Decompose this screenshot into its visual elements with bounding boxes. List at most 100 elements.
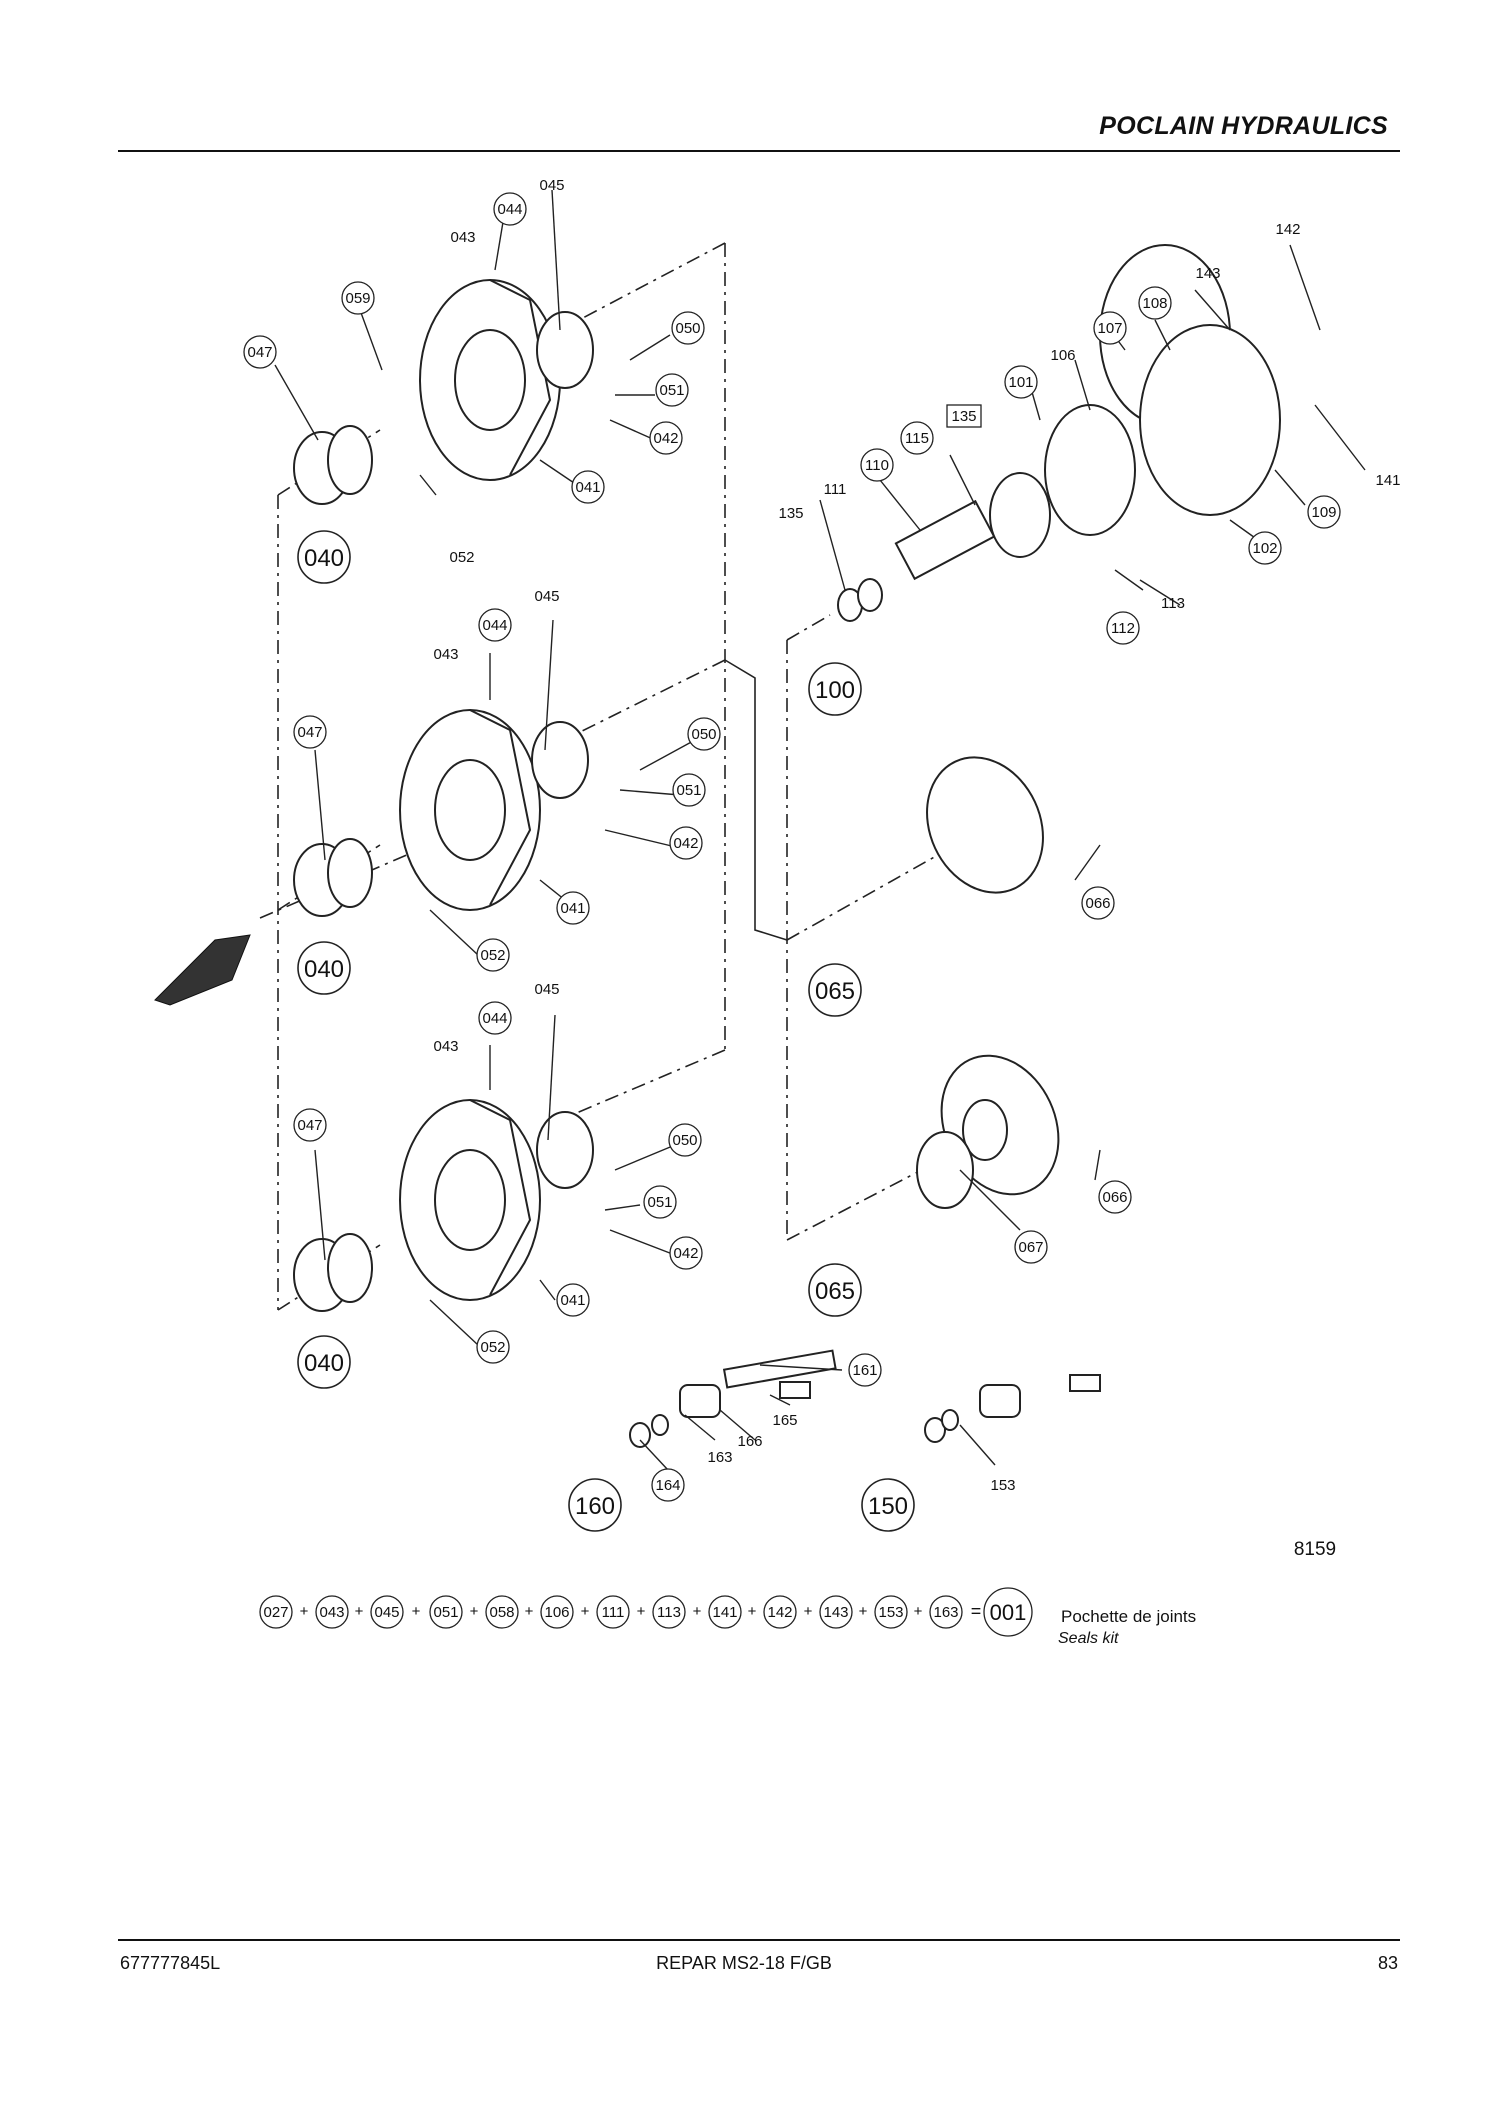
drawing-number: 8159 [1294, 1539, 1336, 1560]
callout-100 [808, 662, 862, 716]
housing-middle [293, 709, 589, 917]
callout-text: 044 [482, 617, 507, 634]
callout-text: 050 [675, 320, 700, 337]
housing-bottom [293, 1099, 594, 1312]
callout-text: 160 [575, 1493, 615, 1520]
seal-item: 051 [433, 1604, 458, 1621]
svg-text:+: + [470, 1603, 479, 1620]
callout-text: 065 [815, 978, 855, 1005]
footer-doc-number: 677777845L [120, 1953, 221, 1973]
svg-text:+: + [355, 1603, 364, 1620]
seal-item: 142 [767, 1604, 792, 1621]
callout-text: 106 [1050, 347, 1075, 364]
callout-text: 112 [1111, 620, 1135, 637]
callout-text: 165 [772, 1412, 797, 1429]
callout-text: 153 [990, 1477, 1015, 1494]
callout-text: 045 [534, 981, 559, 998]
callout-text: 042 [673, 1245, 698, 1262]
shaft-assembly [837, 244, 1281, 622]
svg-text:+: + [525, 1603, 534, 1620]
svg-text:+: + [914, 1603, 923, 1620]
seal-kit-result: 001 [990, 1600, 1027, 1625]
callout-text: 101 [1008, 374, 1033, 391]
callout-text: 043 [450, 229, 475, 246]
svg-text:+: + [412, 1603, 421, 1620]
footer-title: REPAR MS2-18 F/GB [656, 1953, 832, 1973]
seal-item: 106 [544, 1604, 569, 1621]
callout-text: 040 [304, 956, 344, 983]
callout-text: 042 [673, 835, 698, 852]
callout-text: 067 [1018, 1239, 1043, 1256]
callout-text: 041 [575, 479, 600, 496]
callout-text: 050 [672, 1132, 697, 1149]
callout-text: 040 [304, 1350, 344, 1377]
callout-text: 164 [655, 1477, 680, 1494]
seals-kit-label-fr: Pochette de joints [1061, 1607, 1197, 1626]
svg-text:+: + [859, 1603, 868, 1620]
callout-text: 044 [497, 201, 522, 218]
footer-page-number: 83 [1377, 1953, 1398, 1973]
header-rule [118, 150, 1400, 152]
callout-160 [568, 1478, 622, 1532]
callout-text: 043 [433, 646, 458, 663]
seal-item: 027 [263, 1604, 288, 1621]
callout-text: 052 [480, 947, 505, 964]
callout-text: 050 [691, 726, 716, 743]
callout-text: 150 [868, 1493, 908, 1520]
callout-150 [861, 1478, 915, 1532]
callout-text: 161 [852, 1362, 877, 1379]
seals-kit-equation [259, 1587, 1033, 1637]
callout-text: 051 [647, 1194, 672, 1211]
callout-text: 047 [297, 724, 322, 741]
callout-text: 135 [951, 408, 976, 425]
callout-text: 166 [737, 1433, 762, 1450]
callout-text: 059 [345, 290, 370, 307]
housing-top [293, 279, 594, 505]
callout-text: 141 [1375, 472, 1400, 489]
callout-text: 051 [659, 382, 684, 399]
svg-text:+: + [581, 1603, 590, 1620]
callout-text: 102 [1252, 540, 1277, 557]
callout-040-top [297, 530, 351, 584]
callout-text: 041 [560, 1292, 585, 1309]
seal-item: 113 [657, 1604, 681, 1621]
seal-item: 058 [489, 1604, 514, 1621]
svg-text:+: + [804, 1603, 813, 1620]
callout-text: 051 [676, 782, 701, 799]
link-parts [629, 1349, 1101, 1448]
svg-text:=: = [971, 1601, 982, 1621]
callout-text: 109 [1311, 504, 1336, 521]
callout-text: 043 [433, 1038, 458, 1055]
callout-text: 107 [1097, 320, 1122, 337]
svg-text:+: + [300, 1603, 309, 1620]
callout-text: 044 [482, 1010, 507, 1027]
seal-item: 045 [374, 1604, 399, 1621]
callout-text: 042 [653, 430, 678, 447]
callout-040-bottom [297, 1335, 351, 1389]
svg-text:+: + [693, 1603, 702, 1620]
callout-text: 115 [905, 430, 929, 447]
callout-text: 045 [534, 588, 559, 605]
callout-text: 052 [449, 549, 474, 566]
callout-text: 142 [1275, 221, 1300, 238]
svg-text:+: + [637, 1603, 646, 1620]
callout-040-middle [297, 941, 351, 995]
callout-text: 045 [539, 177, 564, 194]
seal-item: 043 [319, 1604, 344, 1621]
seal-item: 163 [933, 1604, 958, 1621]
callouts-large [297, 530, 915, 1532]
svg-text:+: + [748, 1603, 757, 1620]
callout-text: 065 [815, 1278, 855, 1305]
callout-text: 047 [247, 344, 272, 361]
callout-text: 052 [480, 1339, 505, 1356]
callout-text: 163 [707, 1449, 732, 1466]
view-arrow-icon [154, 934, 251, 1006]
seal-item: 153 [878, 1604, 903, 1621]
seal-item: 141 [712, 1604, 737, 1621]
seal-item: 111 [602, 1604, 625, 1621]
callout-text: 143 [1195, 265, 1220, 282]
callout-065-bottom [808, 1263, 862, 1317]
callout-boxed-135 [946, 404, 982, 428]
footer-rule [118, 1939, 1400, 1941]
